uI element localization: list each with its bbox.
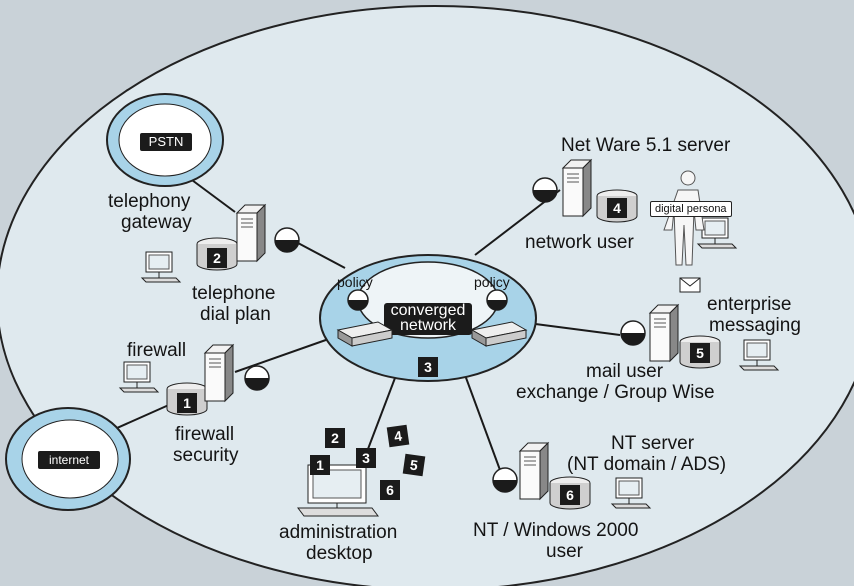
nt-caption-line2: user <box>546 541 583 562</box>
admin-number-badge: 4 <box>386 424 410 448</box>
hub-label-line2: network <box>399 317 457 334</box>
admin-number-badge: 6 <box>380 480 400 500</box>
nt-label-line1: NT server <box>611 433 695 454</box>
firewall-label: firewall <box>127 340 187 361</box>
telephony-caption-line2: dial plan <box>200 304 271 325</box>
netware-label: Net Ware 5.1 server <box>561 135 731 156</box>
firewall-caption-line1: firewall <box>175 424 235 445</box>
netware-caption: network user <box>525 232 634 253</box>
mail-server <box>620 277 779 371</box>
nt-label-line2: (NT domain / ADS) <box>567 454 727 475</box>
switch-icon <box>336 321 394 347</box>
mail-label-line2: messaging <box>709 315 801 336</box>
hub-policy-right-label: policy <box>474 274 510 290</box>
nt-caption-line1: NT / Windows 2000 <box>473 520 639 541</box>
admin-number-badge: 1 <box>310 455 330 475</box>
policy-icon <box>486 289 508 311</box>
mail-caption-line1: mail user <box>586 361 664 382</box>
converged-network-hub <box>319 254 537 382</box>
firewall-caption-line2: security <box>173 445 239 466</box>
admin-caption-line1: administration <box>279 522 398 543</box>
hub-label-line1: converged <box>390 302 466 319</box>
netware-number-badge: 4 <box>607 198 627 218</box>
mail-label-line1: enterprise <box>707 294 792 315</box>
switch-icon <box>470 321 528 347</box>
admin-caption-line2: desktop <box>306 543 373 564</box>
telephony-number-badge: 2 <box>207 248 227 268</box>
telephony-label-line2: gateway <box>121 212 192 233</box>
mail-caption-line2: exchange / Group Wise <box>516 382 715 403</box>
policy-icon <box>347 289 369 311</box>
firewall-number-badge: 1 <box>177 393 197 413</box>
admin-number-badge: 5 <box>402 453 426 477</box>
admin-number-badge: 3 <box>356 448 376 468</box>
internet-label: internet <box>38 451 100 469</box>
hub-policy-left-label: policy <box>337 274 373 290</box>
hub-number-badge: 3 <box>418 357 438 377</box>
digital-persona-badge: digital persona <box>650 201 732 217</box>
telephony-label-line1: telephony <box>108 191 191 212</box>
telephony-caption-line1: telephone <box>192 283 276 304</box>
mail-number-badge: 5 <box>690 343 710 363</box>
admin-number-badge: 2 <box>325 428 345 448</box>
nt-number-badge: 6 <box>560 485 580 505</box>
envelope-icon <box>679 277 701 293</box>
pstn-label: PSTN <box>140 133 192 151</box>
